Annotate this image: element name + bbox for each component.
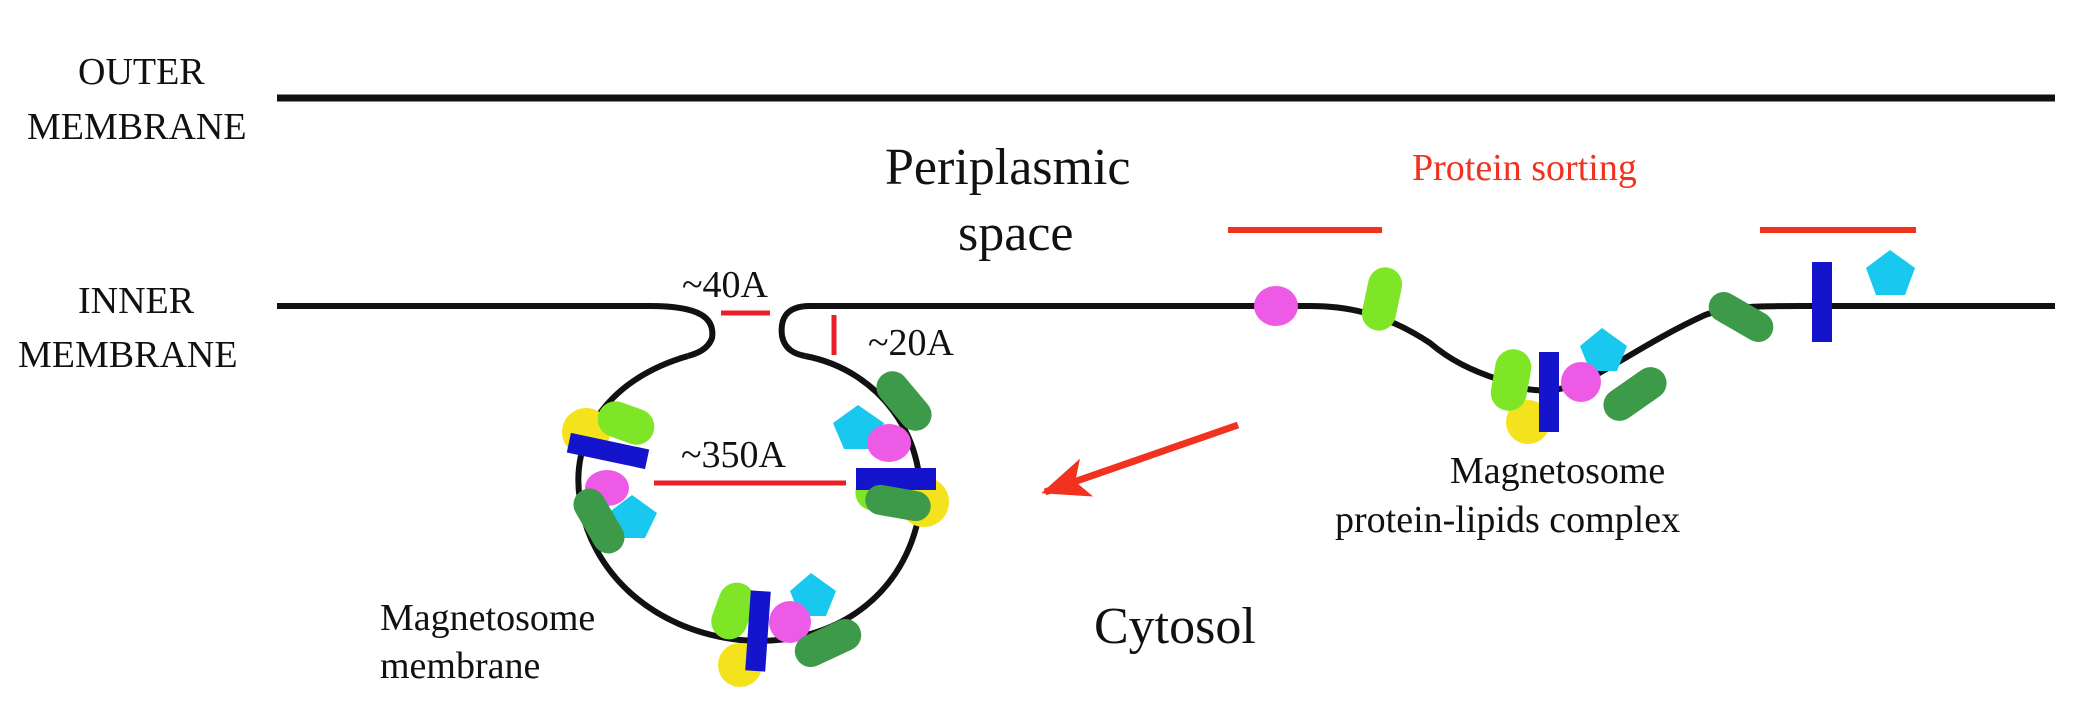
dark-green-capsule-protein [876,371,932,431]
cyan-pentagon-protein [1580,328,1627,371]
inner-membrane-right-segment [778,303,2055,394]
complex-label-line2: protein-lipids complex [1335,499,1680,541]
periplasmic-space-label-line2: space [958,205,1073,262]
vesicle-bottom-protein-cluster [711,573,862,687]
outer-membrane-label-line2: MEMBRANE [27,106,247,148]
dark-green-capsule-protein [865,484,931,522]
cytosol-label: Cytosol [1094,598,1256,655]
magenta-ellipse-protein [769,601,811,643]
dark-green-capsule-protein [1603,367,1667,421]
neck-height-label: ~20A [868,322,955,364]
blue-bar-protein [566,432,650,470]
dark-green-capsule-protein [1708,292,1774,342]
light-green-capsule-protein [711,582,755,640]
magenta-ellipse-protein [1254,286,1298,326]
vesicle-diameter-label: ~350A [681,434,787,476]
magnetosome-complex-group: Magnetosome protein-lipids complex [1335,328,1680,541]
magnetosome-vesicle-group: ~40A ~20A ~350A [380,264,955,687]
inner-membrane-left-segment [277,303,716,359]
protein-sorting-label: Protein sorting [1412,147,1637,189]
periplasmic-space-group: Periplasmic space [885,139,1131,262]
periplasmic-space-label-line1: Periplasmic [885,139,1131,196]
dark-green-capsule-protein [794,618,862,668]
dark-green-capsule-protein [573,488,625,554]
magenta-ellipse-protein [867,424,911,462]
inner-membrane-proteins [1254,250,1915,342]
vesicle-right-protein-cluster [833,371,949,527]
magnetosome-membrane-label-line2: membrane [380,645,540,687]
magenta-ellipse-protein [1561,362,1601,402]
blue-bar-protein [745,590,771,672]
outer-membrane-group: OUTER MEMBRANE [27,51,2055,148]
blue-bar-protein [1812,262,1832,342]
inner-membrane-label-line2: MEMBRANE [18,334,238,376]
complex-label-line1: Magnetosome [1450,450,1665,492]
light-green-capsule-protein [1361,267,1403,331]
light-green-capsule-protein [1490,349,1532,411]
inner-membrane-label-line1: INNER [78,280,195,322]
cyan-pentagon-protein [1866,250,1915,295]
neck-width-label: ~40A [682,264,769,306]
vesicle-left-protein-cluster [562,401,657,554]
protein-sorting-group: Protein sorting [1228,147,1916,234]
outer-membrane-label-line1: OUTER [78,51,205,93]
inner-membrane-group: INNER MEMBRANE [18,280,2055,394]
blue-bar-protein [856,468,936,490]
blue-bar-protein [1539,352,1559,432]
red-arrow-to-vesicle [1041,421,1240,497]
light-green-capsule-protein [597,401,655,445]
magnetosome-membrane-label-line1: Magnetosome [380,597,595,639]
